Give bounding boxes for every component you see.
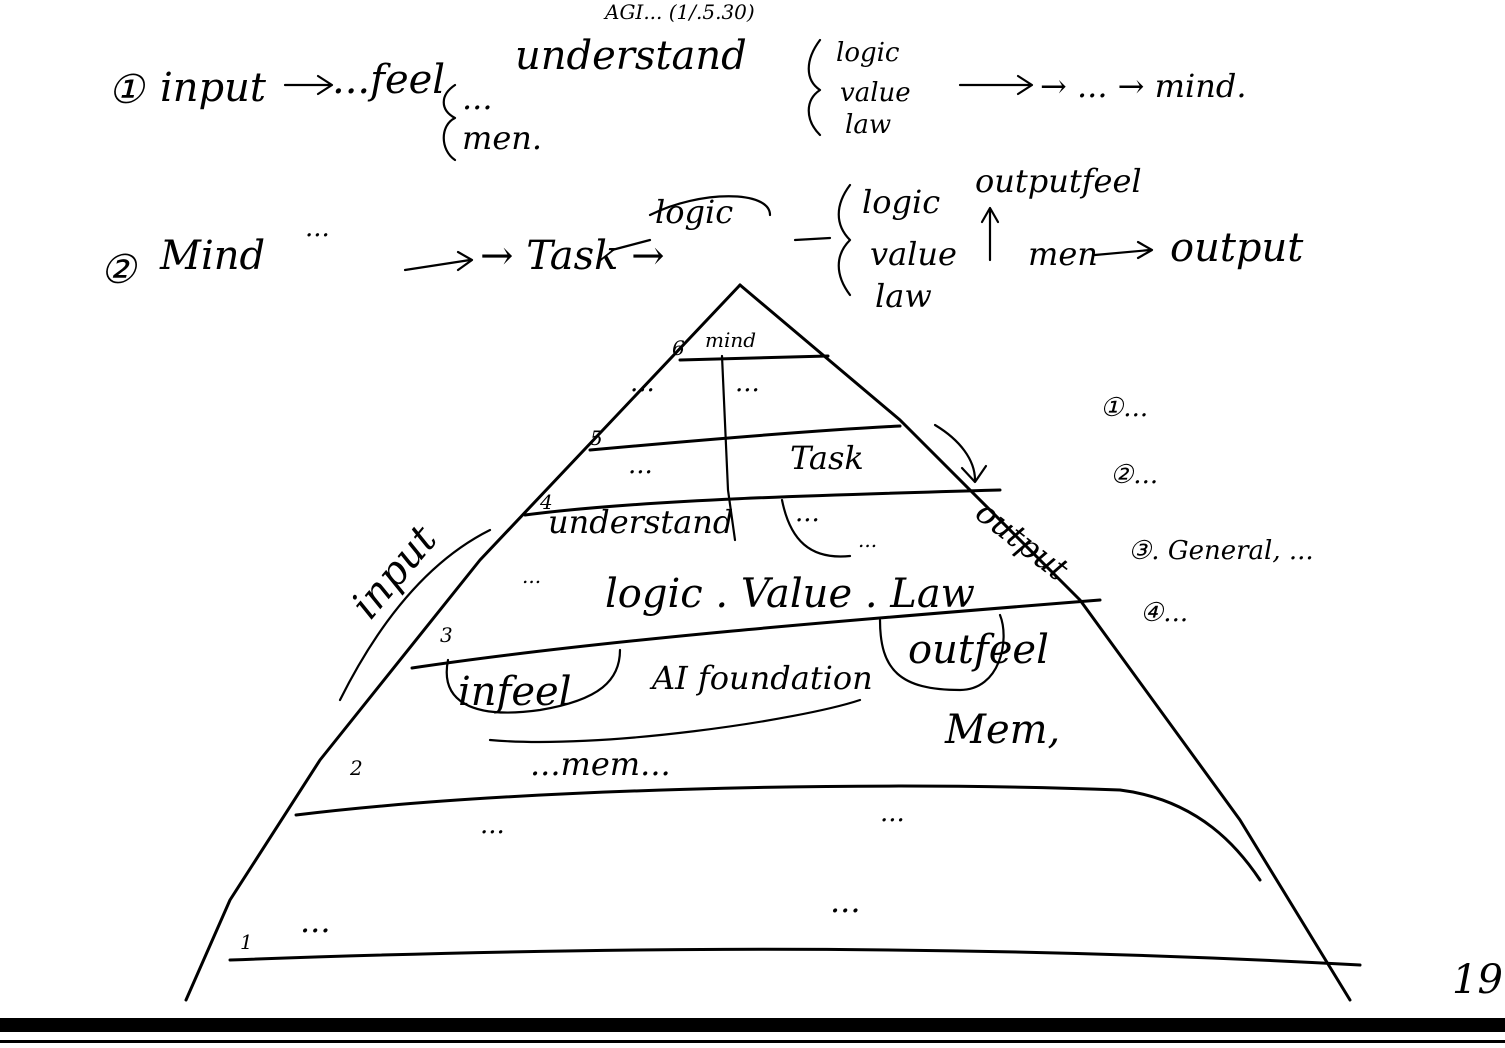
output-arrow xyxy=(933,423,977,482)
level4-right: ... xyxy=(795,498,820,528)
level6-left: ... xyxy=(630,368,655,398)
right-note-2: ②... xyxy=(1110,460,1159,490)
level-1-number: 1 xyxy=(240,930,253,954)
level1-label-right: ... xyxy=(880,798,905,828)
line1-logic: logic xyxy=(836,38,900,68)
level-6-number: 6 xyxy=(672,336,685,360)
logic-swirl xyxy=(648,195,772,217)
level2-mem: Mem, xyxy=(945,707,1061,753)
line1-bracket-a2: men. xyxy=(462,119,543,157)
level5-left: ... xyxy=(628,450,653,480)
arrow-mind-task xyxy=(403,258,472,272)
level4-understand: understand xyxy=(548,503,734,541)
divider-6 xyxy=(678,354,830,362)
line2-men: men xyxy=(1028,235,1098,273)
level1-label-left: ... xyxy=(480,810,505,840)
level-4-number: 4 xyxy=(540,490,553,514)
arrow-men-output xyxy=(1093,248,1152,257)
line2-logic: logic xyxy=(862,183,941,221)
input-arrow xyxy=(338,528,492,702)
level2-text: ...mem... xyxy=(530,745,671,783)
line2-logic-top: logic xyxy=(655,193,734,231)
line2-law: law xyxy=(875,277,932,315)
page-number: 19 xyxy=(1452,957,1503,1003)
bottom-scan-line xyxy=(0,1040,1505,1043)
split-upper xyxy=(720,354,737,542)
pyramid-left-edge xyxy=(184,283,742,1002)
level3-outfeel: outfeel xyxy=(908,627,1049,673)
level1-right-text: ... xyxy=(830,882,861,920)
top-note: AGI... (1/.5.30) xyxy=(605,0,755,24)
line1-input: input xyxy=(160,65,266,111)
apex-mind: mind xyxy=(705,328,757,352)
line2-number: ② xyxy=(100,247,136,293)
right-note-1: ①... xyxy=(1100,393,1149,423)
line2-mind: Mind xyxy=(160,233,266,279)
line1-bracket-a1: ... xyxy=(462,79,493,117)
level4-under-note: ... xyxy=(522,564,542,588)
level4-right-2: ... xyxy=(858,528,878,552)
level3-foundation: AI foundation xyxy=(652,659,873,697)
line2-mind-note: ... xyxy=(305,213,330,243)
line1-feel: ...feel xyxy=(332,57,446,103)
line2-output: output xyxy=(1170,225,1304,271)
arrow-task-logic xyxy=(610,238,652,252)
line2-task: → Task → xyxy=(480,233,665,279)
level3-infeel: infeel xyxy=(458,669,572,715)
line1-law: law xyxy=(845,110,892,140)
level-3-number: 3 xyxy=(440,623,453,647)
brace-1 xyxy=(442,83,457,162)
brace-2 xyxy=(807,38,822,137)
line1-number: ① xyxy=(108,67,144,113)
bottom-scan-band xyxy=(0,1018,1505,1032)
line2-value: value xyxy=(870,235,957,273)
foundation-curve xyxy=(488,698,862,744)
level1-left-text: ... xyxy=(300,902,331,940)
pyramid-right-edge xyxy=(738,283,1352,1002)
level4-logic-value-law: logic . Value . Law xyxy=(605,571,975,617)
line1-value: value xyxy=(840,78,911,108)
outfeel-bracket xyxy=(878,613,1005,692)
line1-understand: understand xyxy=(515,33,747,79)
brace-3 xyxy=(837,183,852,297)
level5-task: Task xyxy=(790,439,864,477)
level6-right: ... xyxy=(735,368,760,398)
level-5-number: 5 xyxy=(590,426,603,450)
arrow-logic-brace xyxy=(793,236,832,242)
divider-1 xyxy=(228,947,1362,967)
right-hook xyxy=(780,498,852,558)
line2-outputfeel: outputfeel xyxy=(975,162,1142,200)
right-note-4: ④... xyxy=(1140,598,1189,628)
line1-result: → ... → mind. xyxy=(1040,67,1247,105)
divider-2 xyxy=(294,784,1262,882)
divider-4 xyxy=(523,488,1002,517)
divider-5 xyxy=(588,424,902,452)
divider-3 xyxy=(410,598,1102,670)
right-note-3: ③. General, ... xyxy=(1128,536,1314,566)
level-2-number: 2 xyxy=(350,756,363,780)
infeel-bracket xyxy=(445,648,622,714)
